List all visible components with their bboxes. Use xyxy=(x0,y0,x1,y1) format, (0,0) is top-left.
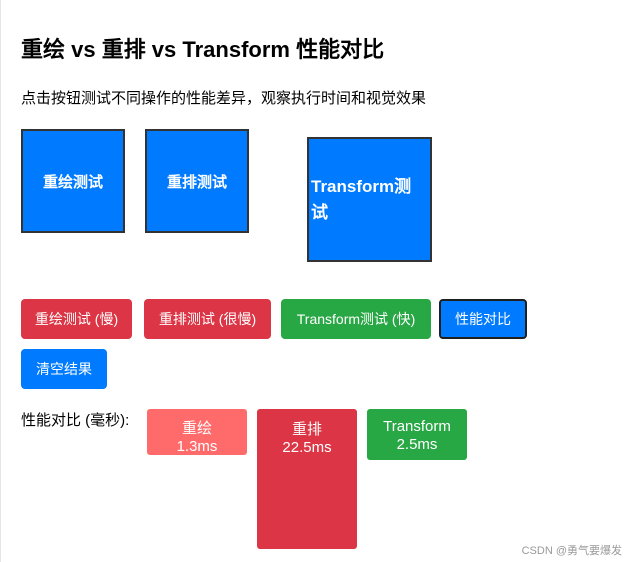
reflow-test-box: 重排测试 xyxy=(145,129,249,233)
result-bar-repaint: 重绘 1.3ms xyxy=(147,409,247,455)
reflow-test-button[interactable]: 重排测试 (很慢) xyxy=(144,299,271,339)
repaint-test-button[interactable]: 重绘测试 (慢) xyxy=(21,299,132,339)
transform-test-box-label: Transform测 试 xyxy=(311,174,411,226)
result-bar-transform: Transform 2.5ms xyxy=(367,409,467,460)
transform-test-box: Transform测 试 xyxy=(307,137,432,262)
transform-test-box-label-line1: Transform测 xyxy=(311,176,412,196)
repaint-test-box-label: 重绘测试 xyxy=(42,173,103,191)
result-bar-reflow-name: 重排 xyxy=(291,421,322,438)
results-label: 性能对比 (毫秒): xyxy=(21,412,130,429)
repaint-test-box: 重绘测试 xyxy=(21,129,125,233)
page-left-border xyxy=(0,0,1,562)
page-description: 点击按钮测试不同操作的性能差异，观察执行时间和视觉效果 xyxy=(21,90,427,107)
result-bar-reflow: 重排 22.5ms xyxy=(257,409,357,549)
transform-test-box-label-line2: 试 xyxy=(311,202,328,222)
result-bar-repaint-name: 重绘 xyxy=(181,420,212,437)
compare-performance-button[interactable]: 性能对比 xyxy=(439,299,527,339)
page-title: 重绘 vs 重排 vs Transform 性能对比 xyxy=(21,37,385,62)
result-bar-repaint-value: 1.3ms xyxy=(176,438,218,455)
clear-results-button[interactable]: 清空结果 xyxy=(21,349,107,389)
result-bar-reflow-value: 22.5ms xyxy=(282,439,332,456)
result-bar-transform-value: 2.5ms xyxy=(396,436,438,453)
reflow-test-box-label: 重排测试 xyxy=(166,173,227,191)
result-bar-transform-name: Transform xyxy=(383,418,451,435)
transform-test-button[interactable]: Transform测试 (快) xyxy=(281,299,431,339)
watermark: CSDN @勇气要爆发 xyxy=(521,545,622,557)
